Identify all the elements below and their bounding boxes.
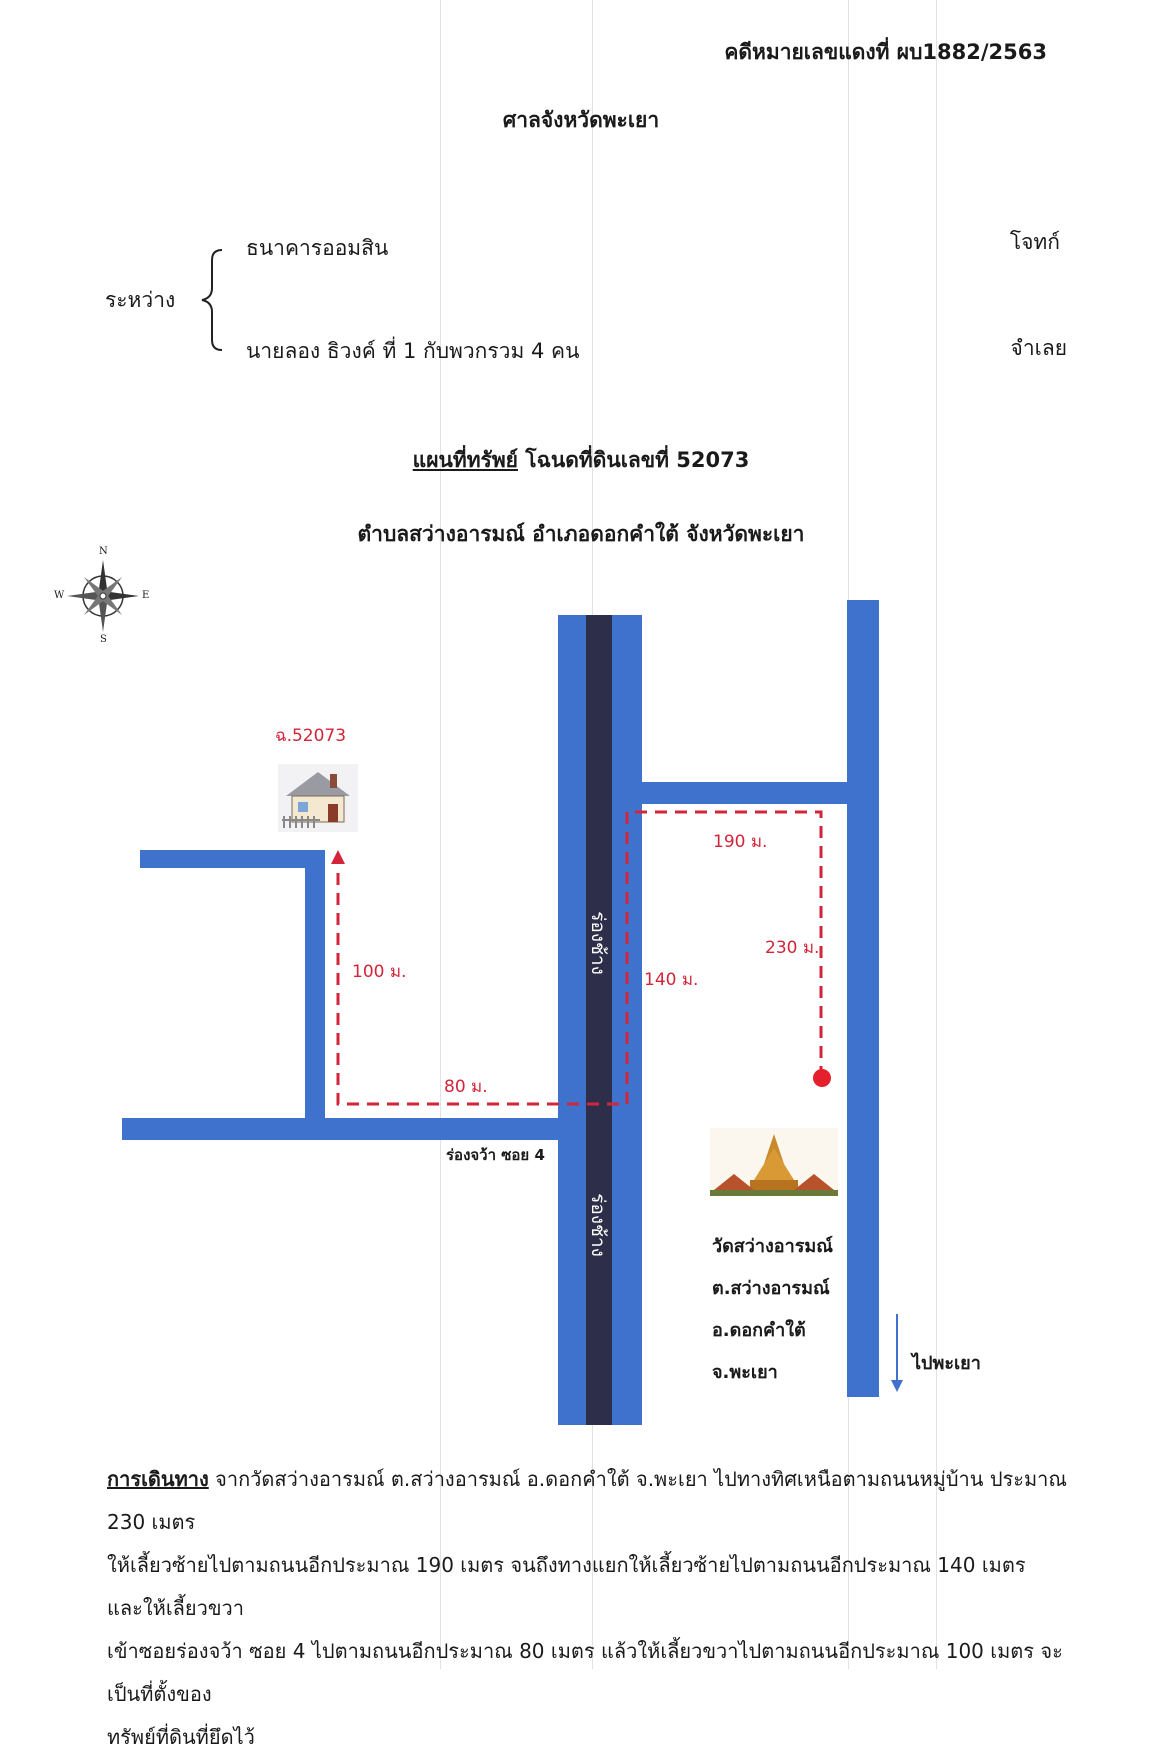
compass-w: W [54,590,65,601]
between-label: ระหว่าง [105,288,176,312]
compass-e: E [142,590,150,601]
compass-rose: N S W E [54,546,150,652]
case-number: คดีหมายเลขแดงที่ ผบ1882/2563 [724,40,1047,64]
directions-heading: การเดินทาง [107,1467,209,1491]
scan-line [440,0,441,1669]
brace-icon [201,249,223,351]
temple-line: วัดสว่างอารมณ์ [712,1236,833,1257]
temple-line: อ.ดอกคำใต้ [712,1320,806,1341]
directions-line-3: เข้าซอยร่องจว้า ซอย 4 ไปตามถนนอีกประมาณ … [107,1639,1063,1706]
directions-line-4: ทรัพย์ที่ดินที่ยึดไว้ [107,1725,255,1749]
to-phayao-arrowhead [891,1380,903,1392]
compass-n: N [99,546,108,557]
plaintiff-role: โจทก์ [1009,230,1060,254]
plaintiff-name: ธนาคารออมสิน [246,236,389,260]
compass-icon [67,560,139,632]
directions-line-1: การเดินทาง จากวัดสว่างอารมณ์ ต.สว่างอารม… [107,1458,1067,1544]
distance-190: 190 ม. [713,832,768,852]
to-phayao-label: ไปพะเยา [912,1353,981,1374]
directions-paragraph: การเดินทาง จากวัดสว่างอารมณ์ ต.สว่างอารม… [107,1458,1067,1759]
directions-line-2: ให้เลี้ยวซ้ายไปตามถนนอีกประมาณ 190 เมตร … [107,1553,1026,1620]
compass-s: S [100,634,107,645]
property-label: ฉ.52073 [275,726,347,746]
east-road [847,600,879,1397]
temple-line: จ.พะเยา [712,1362,778,1383]
map-title-deed: โฉนดที่ดินเลขที่ 52073 [525,448,750,472]
side-road-top [140,850,320,868]
temple-caption: วัดสว่างอารมณ์ ต.สว่างอารมณ์ อ.ดอกคำใต้ … [712,1226,833,1394]
map-location: ตำบลสว่างอารมณ์ อำเภอดอกคำใต้ จังหวัดพะเ… [357,522,805,546]
temple-icon [710,1128,838,1196]
soi-label: ร่องจว้า ซอย 4 [446,1146,545,1164]
temple-line: ต.สว่างอารมณ์ [712,1278,830,1299]
distance-80: 80 ม. [444,1077,488,1097]
distance-100: 100 ม. [352,962,407,982]
house-icon [278,764,358,832]
defendant-role: จำเลย [1010,336,1067,360]
distance-230: 230 ม. [765,938,820,958]
route-path [336,810,823,1106]
start-marker [813,1069,831,1087]
directions-text-1: จากวัดสว่างอารมณ์ ต.สว่างอารมณ์ อ.ดอกคำใ… [107,1467,1067,1534]
map-title: แผนที่ทรัพย์ โฉนดที่ดินเลขที่ 52073 [0,444,1162,477]
main-road-center [586,615,614,1425]
distance-140: 140 ม. [644,970,699,990]
soi-road [122,1118,562,1140]
side-road [305,850,325,1130]
route-arrowhead [331,850,345,864]
court-name: ศาลจังหวัดพะเยา [502,108,660,132]
north-connector-road [620,782,878,804]
defendant-name: นายลอง ธิวงค์ ที่ 1 กับพวกรวม 4 คน [246,339,580,363]
scan-line [936,0,937,1669]
map-title-prefix: แผนที่ทรัพย์ [412,448,518,472]
route-overlay [331,810,903,1392]
main-road-edge-left [558,615,588,1425]
